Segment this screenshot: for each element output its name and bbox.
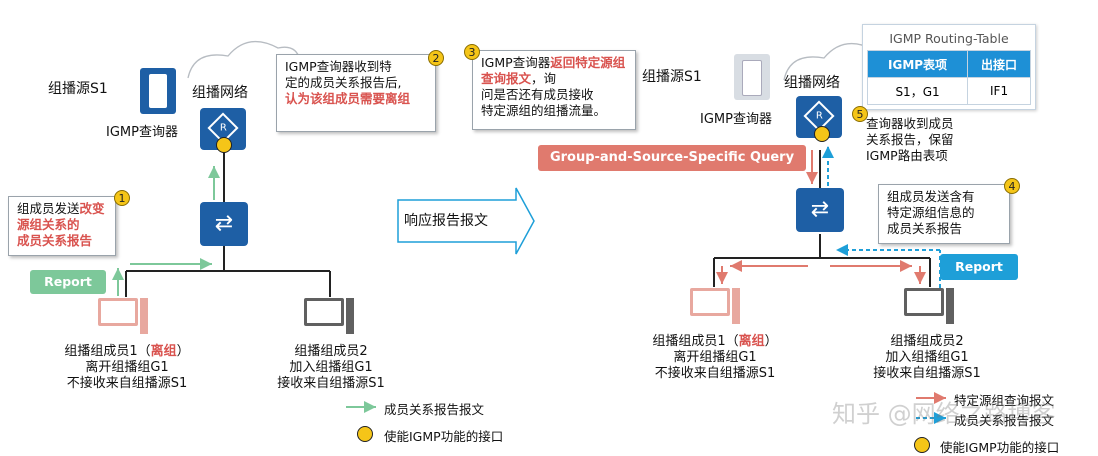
- left-legend-dot: [357, 426, 373, 442]
- step-badge-2: 2: [428, 50, 444, 66]
- routing-table-grid: IGMP表项 出接口 S1，G1 IF1: [866, 50, 1031, 105]
- left-igmp-interface-dot: [216, 137, 232, 153]
- igmp-routing-table: IGMP Routing-Table IGMP表项 出接口 S1，G1 IF1: [862, 24, 1036, 110]
- watermark: 知乎 @网络之路博客: [832, 400, 1056, 428]
- routing-table-header-entry: IGMP表项: [866, 50, 969, 78]
- right-server-icon: [734, 54, 770, 100]
- right-legend-query: 特定源组查询报文: [954, 393, 1055, 408]
- left-pc1-icon: [98, 298, 148, 338]
- right-pc2-icon: [904, 288, 954, 328]
- left-source-label: 组播源S1: [48, 81, 108, 97]
- left-pc1-line3: 不接收来自组播源S1: [66, 376, 188, 391]
- routing-table-title: IGMP Routing-Table: [889, 31, 1009, 46]
- callout-1-highlight2: 成员关系报告: [17, 233, 93, 248]
- right-pc1-text: 组播组成员1（离组） 离开组播组G1 不接收来自组播源S1: [630, 334, 800, 382]
- right-pc1-icon: [690, 288, 740, 328]
- right-source-label: 组播源S1: [642, 69, 702, 85]
- left-switch-icon: ⇄: [200, 202, 248, 246]
- callout-3-rest2: 问是否还有成员接收: [481, 87, 594, 102]
- left-querier-label: IGMP查询器: [106, 125, 178, 140]
- callout-5: 查询器收到成员 关系报告，保留 IGMP路由表项: [866, 116, 984, 164]
- callout-4-line2: 特定源组信息的: [887, 205, 975, 220]
- routing-table-cell-iface: IF1: [967, 77, 1031, 105]
- callout-4-line1: 组成员发送含有: [887, 189, 975, 204]
- right-pc2-line1: 组播组成员2: [890, 334, 964, 349]
- right-legend-report: 成员关系报告报文: [954, 413, 1055, 428]
- callout-1-highlight1: 改变源组关系的: [17, 201, 105, 232]
- right-pc1-line3: 不接收来自组播源S1: [654, 366, 776, 381]
- routing-table-header-iface: 出接口: [967, 50, 1031, 78]
- callout-3: IGMP查询器返回特定源组查询报文，询 问是否还有成员接收 特定源组的组播流量。: [472, 50, 636, 130]
- callout-3-rest3: 特定源组的组播流量。: [481, 103, 607, 118]
- callout-2: IGMP查询器收到特 定的成员关系报告后, 认为该组成员需要离组: [276, 54, 436, 132]
- callout-1-prefix: 组成员发送: [17, 201, 80, 216]
- callout-5-line3: IGMP路由表项: [866, 148, 948, 163]
- callout-3-prefix: IGMP查询器: [481, 55, 551, 70]
- left-pc1-line2: 离开组播组G1: [85, 360, 169, 375]
- right-querier-label: IGMP查询器: [700, 112, 772, 127]
- left-pc1-line1: 组播组成员1（: [64, 344, 151, 359]
- left-pc2-line3: 接收来自组播源S1: [277, 376, 385, 391]
- query-tag: Group-and-Source-Specific Query: [538, 145, 806, 171]
- right-switch-icon: ⇄: [796, 188, 844, 232]
- left-legend-report: 成员关系报告报文: [384, 402, 485, 417]
- routing-table-cell-entry: S1，G1: [866, 77, 969, 105]
- response-arrow: [397, 187, 535, 255]
- left-pc2-text: 组播组成员2 加入组播组G1 接收来自组播源S1: [256, 344, 406, 392]
- callout-4-line3: 成员关系报告: [887, 221, 963, 236]
- callout-2-line2: 定的成员关系报告后,: [285, 75, 402, 90]
- callout-2-line1: IGMP查询器收到特: [285, 59, 392, 74]
- right-pc1-line2: 离开组播组G1: [673, 350, 757, 365]
- left-pc2-line1: 组播组成员2: [294, 344, 368, 359]
- callout-5-line2: 关系报告，保留: [866, 132, 954, 147]
- right-legend-dot: [914, 437, 930, 453]
- callout-4: 组成员发送含有 特定源组信息的 成员关系报告: [878, 184, 1010, 244]
- callout-5-line1: 查询器收到成员: [866, 116, 954, 131]
- right-legend-interface: 使能IGMP功能的接口: [940, 440, 1060, 455]
- left-network-label: 组播网络: [192, 85, 248, 101]
- step-badge-4: 4: [1004, 178, 1020, 194]
- left-server-icon: [140, 68, 176, 114]
- left-pc1-text: 组播组成员1（离组） 离开组播组G1 不接收来自组播源S1: [42, 344, 212, 392]
- callout-1: 组成员发送改变源组关系的 成员关系报告: [8, 196, 116, 256]
- left-pc2-line2: 加入组播组G1: [289, 360, 373, 375]
- left-report-tag: Report: [30, 270, 106, 294]
- step-badge-5: 5: [852, 106, 868, 122]
- right-pc1-line1: 组播组成员1（: [652, 334, 739, 349]
- right-pc1-leave: 离组: [738, 334, 765, 349]
- step-badge-1: 1: [114, 190, 130, 206]
- callout-2-highlight: 认为该组成员需要离组: [285, 91, 411, 106]
- right-pc2-line3: 接收来自组播源S1: [873, 366, 981, 381]
- right-pc1-line1-end: ）: [764, 334, 778, 349]
- step-badge-3: 3: [464, 44, 480, 60]
- left-pc1-leave: 离组: [150, 344, 177, 359]
- right-pc2-text: 组播组成员2 加入组播组G1 接收来自组播源S1: [852, 334, 1002, 382]
- left-legend-interface: 使能IGMP功能的接口: [384, 429, 504, 444]
- response-arrow-label: 响应报告报文: [404, 213, 488, 229]
- right-network-label: 组播网络: [784, 75, 840, 91]
- callout-3-highlight: 返回特定源组查询报文: [481, 55, 626, 86]
- right-pc2-line2: 加入组播组G1: [885, 350, 969, 365]
- right-igmp-interface-dot: [814, 126, 830, 142]
- callout-3-rest1: ，询: [531, 71, 557, 86]
- left-pc1-line1-end: ）: [176, 344, 190, 359]
- right-report-tag: Report: [940, 254, 1018, 280]
- left-pc2-icon: [304, 298, 354, 338]
